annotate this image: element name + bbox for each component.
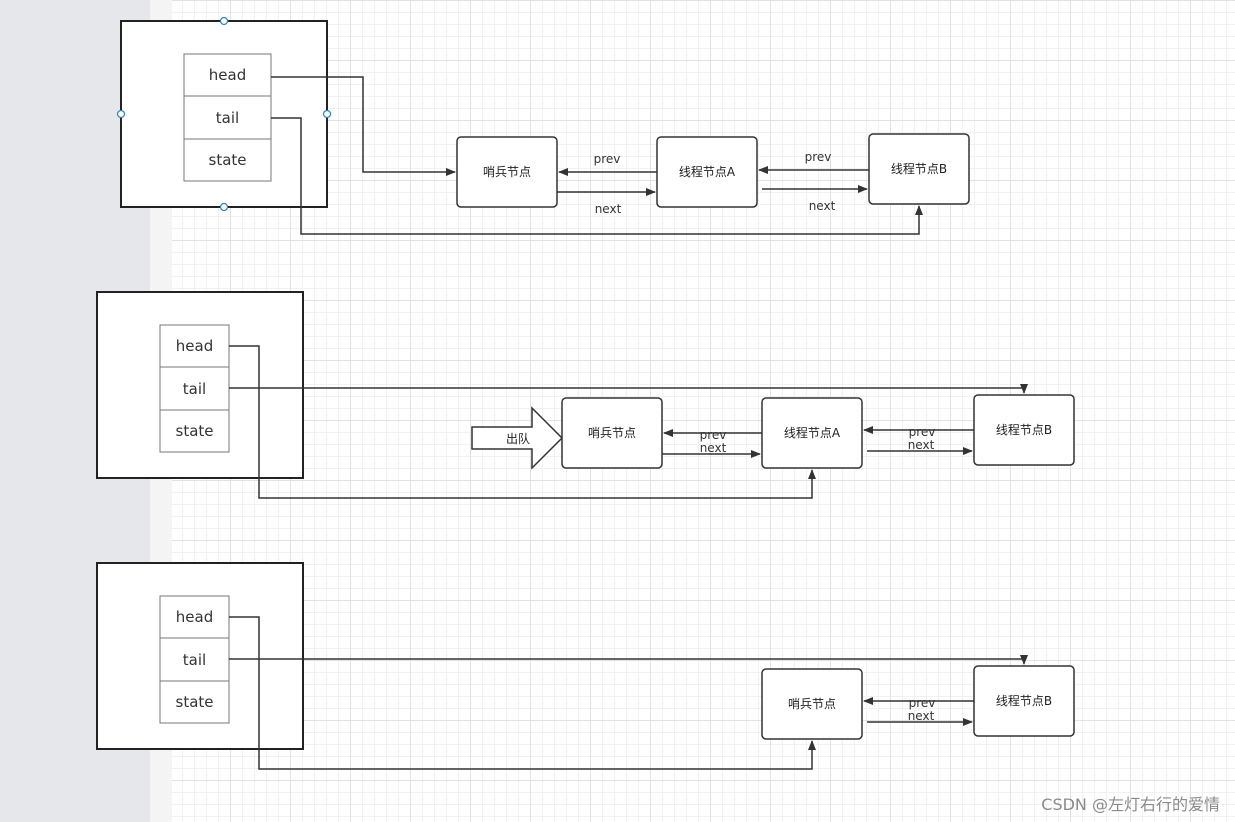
dequeue-label: 出队 — [506, 431, 530, 446]
prev-edge-label: prev — [909, 425, 936, 439]
state-field-label: state — [176, 422, 214, 440]
sentinel-node-label: 哨兵节点 — [588, 425, 636, 440]
thread-node-b-label: 线程节点B — [891, 161, 947, 176]
state-field[interactable] — [159, 680, 230, 724]
head-field[interactable] — [183, 53, 272, 97]
selection-handle-right[interactable] — [322, 109, 332, 119]
sentinel-node-label: 哨兵节点 — [483, 164, 531, 179]
prev-edge-label: prev — [805, 150, 832, 164]
selection-handle-top[interactable] — [219, 16, 229, 26]
tail-pointer-edge[interactable] — [229, 655, 1028, 665]
thread-node-b[interactable] — [868, 133, 970, 205]
sentinel-node[interactable] — [456, 136, 558, 208]
next-edge-label: next — [809, 199, 836, 213]
sentinel-node[interactable] — [761, 668, 863, 740]
next-edge-label: next — [595, 202, 622, 216]
prev-edge-label: prev — [909, 696, 936, 710]
tail-field-label: tail — [183, 380, 206, 398]
state-field[interactable] — [183, 138, 272, 182]
tail-field-label: tail — [183, 651, 206, 669]
head-pointer-edge[interactable] — [229, 616, 816, 770]
head-pointer-edge[interactable] — [229, 345, 816, 499]
next-edge-label: next — [908, 438, 935, 452]
state-field-label: state — [209, 151, 247, 169]
thread-node-b-label: 线程节点B — [996, 422, 1052, 437]
scene-1: head tail state 哨兵节点 线程节点A 线程节点B prev ne… — [116, 16, 970, 235]
next-edge-label: next — [908, 709, 935, 723]
head-pointer-edge[interactable] — [271, 76, 456, 176]
tail-field[interactable] — [159, 637, 230, 682]
scene-3: head tail state 哨兵节点 线程节点B prev next — [96, 562, 1075, 770]
prev-edge-label: prev — [594, 152, 621, 166]
tail-field-label: tail — [216, 109, 239, 127]
sentinel-node[interactable] — [561, 397, 663, 469]
csdn-watermark: CSDN @左灯右行的爱情 — [1041, 795, 1220, 814]
state-field[interactable] — [159, 409, 230, 453]
next-edge-label: next — [700, 441, 727, 455]
tail-field[interactable] — [159, 366, 230, 411]
scene-2: head tail state 出队 哨兵节点 线程节点A 线程节点B prev… — [96, 291, 1075, 499]
selection-handle-bottom[interactable] — [219, 202, 229, 212]
tail-pointer-edge[interactable] — [229, 384, 1028, 394]
state-field-label: state — [176, 693, 214, 711]
head-field-label: head — [209, 66, 246, 84]
sentinel-node-label: 哨兵节点 — [788, 696, 836, 711]
head-field-label: head — [176, 337, 213, 355]
selection-handle-left[interactable] — [116, 109, 126, 119]
prev-edge-label: prev — [700, 428, 727, 442]
tail-pointer-edge[interactable] — [271, 117, 923, 235]
dequeue-arrow[interactable] — [471, 406, 564, 470]
thread-node-a-label: 线程节点A — [784, 425, 841, 440]
head-field-label: head — [176, 608, 213, 626]
thread-node-a-label: 线程节点A — [679, 164, 736, 179]
head-field[interactable] — [159, 595, 230, 639]
thread-node-b-label: 线程节点B — [996, 693, 1052, 708]
